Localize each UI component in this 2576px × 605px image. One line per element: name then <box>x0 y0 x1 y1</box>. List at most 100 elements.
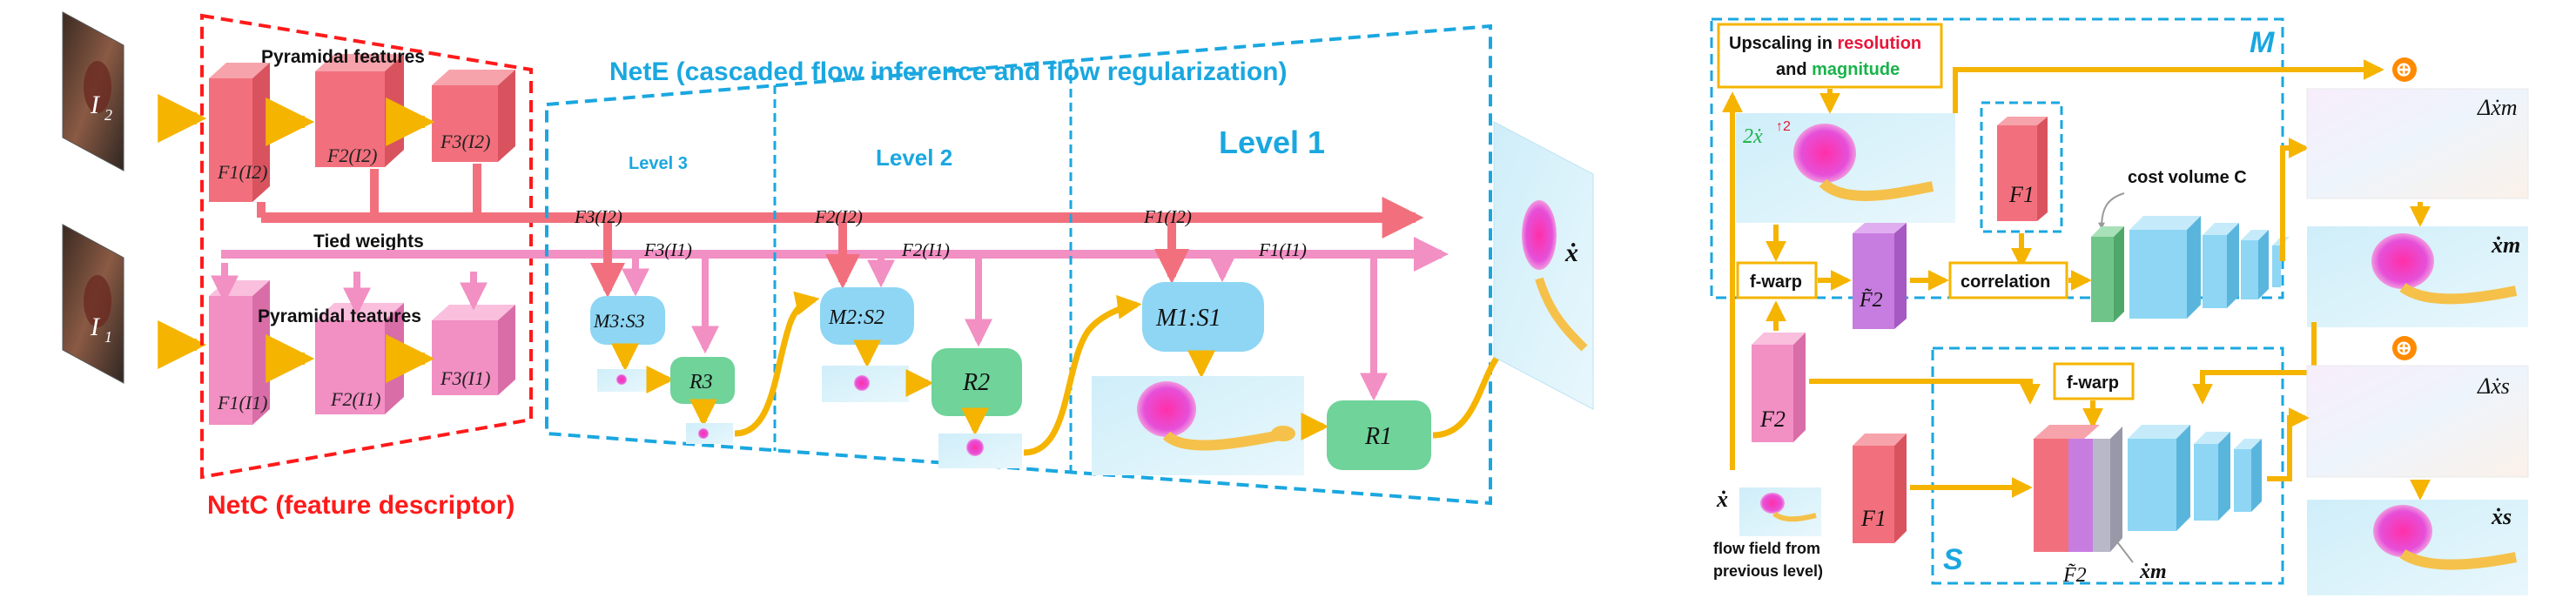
upscale-magnitude: magnitude <box>1812 60 1900 79</box>
regularizer-r2-label: R2 <box>962 369 990 396</box>
s-cnn-block-2 <box>2194 432 2230 521</box>
module-m-label: M <box>2250 26 2275 59</box>
prev-flow-image <box>1739 487 1821 536</box>
xs-label: ẋs <box>2491 504 2512 529</box>
image-i2-label: I <box>90 91 101 119</box>
upscaled-flow-label: 2ẋ <box>1743 125 1763 148</box>
f-warp-top-box <box>1736 261 1818 299</box>
regularizer-r1 <box>1327 400 1431 470</box>
matcher-m1 <box>1142 282 1264 352</box>
plus-m <box>2392 57 2417 82</box>
feat-f2-i1-label: F2(I1) <box>330 388 380 410</box>
regularizer-r3-label: R3 <box>689 371 713 393</box>
l1-input-i2: F1(I2) <box>1143 206 1192 227</box>
regularizer-r2 <box>932 348 1022 416</box>
plus-s-label: ⊕ <box>2396 337 2411 359</box>
plus-s <box>2392 336 2417 360</box>
flow-l3-b <box>686 423 733 444</box>
cost-volume-pointer <box>2098 192 2125 230</box>
f2-warped-bottom-label: F̃2 <box>2062 563 2087 587</box>
matcher-m2 <box>820 287 914 345</box>
flow-l3-a-blob <box>616 374 627 385</box>
feat-f1-i1-label: F1(I1) <box>217 392 267 413</box>
matcher-m1-label: M1:S1 <box>1155 305 1221 332</box>
xs-image <box>2307 500 2528 595</box>
cost-volume-cube <box>2091 226 2124 322</box>
upscaling-box <box>1717 23 1943 89</box>
module-s-label: S <box>1943 543 1963 576</box>
delta-xs-label: Δẋs <box>2477 373 2510 399</box>
pyramidal-features-bottom: Pyramidal features <box>258 306 421 326</box>
flow-l3-b-blob <box>698 428 709 439</box>
l1-input-i1: F1(I1) <box>1258 239 1307 260</box>
matcher-m3 <box>590 296 665 345</box>
f1-bottom-cube <box>1853 434 1907 543</box>
input-image-i2 <box>62 11 124 171</box>
regularizer-r1-label: R1 <box>1364 423 1392 450</box>
input-image-i1 <box>62 224 124 384</box>
l3-to-l2-curve <box>734 291 820 437</box>
f-warp-top-label: f-warp <box>1750 272 1802 292</box>
xm-to-s <box>2192 322 2317 405</box>
f1-top-dashed <box>1980 101 2063 233</box>
upscaled-flow-sup: ↑2 <box>1776 119 1791 134</box>
xm-image <box>2307 226 2528 327</box>
delta-xm-image <box>2306 88 2529 199</box>
m-cnn-to-delta <box>2280 138 2310 261</box>
upscaling-text-line1: Upscaling in resolution <box>1729 34 1921 53</box>
cost-volume-label: cost volume C <box>2128 168 2247 187</box>
image-i1-sub: 1 <box>104 328 112 346</box>
netc-label: NetC (feature descriptor) <box>207 491 515 520</box>
feat-f3-i1-label: F3(I1) <box>440 367 490 389</box>
feature-cube-f3-i1 <box>432 305 515 395</box>
upscaling-text-line2: and magnitude <box>1776 60 1900 79</box>
upscaled-flow-image <box>1736 113 1955 223</box>
m-cnn-block-2 <box>2203 223 2239 308</box>
f2-warped-top-cube <box>1853 223 1907 329</box>
netc-box <box>200 13 533 480</box>
delta-xm-label: Δẋm <box>2477 95 2518 120</box>
f2-to-fwarp-bottom <box>1809 379 2041 405</box>
output-flow <box>1493 121 1594 410</box>
s-concat-stack <box>2034 425 2122 552</box>
prev-flow-symbol: ẋ <box>1716 487 1728 512</box>
flow-l1 <box>1092 376 1304 475</box>
m-cnn-block-1 <box>2129 216 2201 319</box>
upscale-resolution: resolution <box>1837 34 1921 53</box>
feat-f3-i2-label: F3(I2) <box>440 131 490 152</box>
s-cnn-block-3 <box>2234 439 2262 512</box>
s-cnn-to-delta <box>2267 407 2310 481</box>
xm-bottom-pointer <box>2115 539 2134 563</box>
level-3-label: Level 3 <box>629 154 688 173</box>
feature-cube-f1-i2 <box>209 63 270 202</box>
f1-bottom-label: F1 <box>1860 506 1887 531</box>
feat-f2-i2-label: F2(I2) <box>326 145 377 166</box>
l2-to-l1-curve <box>1023 294 1142 456</box>
feature-cube-f1-i1 <box>209 280 270 425</box>
l2-input-i1: F2(I1) <box>901 239 950 260</box>
plus-m-label: ⊕ <box>2396 58 2411 80</box>
correlation-label: correlation <box>1961 272 2050 292</box>
prev-flow-caption-2: previous level) <box>1713 562 1823 580</box>
matcher-m2-label: M2:S2 <box>828 306 884 329</box>
xm-label: ẋm <box>2491 232 2520 258</box>
s-cnn-block-1 <box>2128 425 2190 531</box>
correlation-box <box>1948 261 2068 299</box>
feature-cube-f2-i1 <box>315 303 404 414</box>
matcher-m3-label: M3:S3 <box>593 310 645 332</box>
f2-left-cube <box>1752 333 1806 442</box>
module-s-box <box>1931 346 2284 585</box>
f1-top-cube <box>1997 117 2048 221</box>
image-i1-label: I <box>90 313 101 341</box>
f2-warped-top-label: F̃2 <box>1859 288 1883 312</box>
f-warp-bottom-box <box>2053 362 2135 400</box>
l3-input-i2: F3(I2) <box>574 206 622 227</box>
tied-weights-label: Tied weights <box>313 232 424 252</box>
nete-label: NetE (cascaded flow inference and flow r… <box>609 57 1288 86</box>
feature-cube-f3-i2 <box>432 70 515 162</box>
prev-flow-caption-1: flow field from <box>1713 540 1820 557</box>
pyramidal-features-top: Pyramidal features <box>261 47 425 67</box>
l3-input-i1: F3(I1) <box>643 239 692 260</box>
flow-l2-a-blob <box>854 375 870 391</box>
